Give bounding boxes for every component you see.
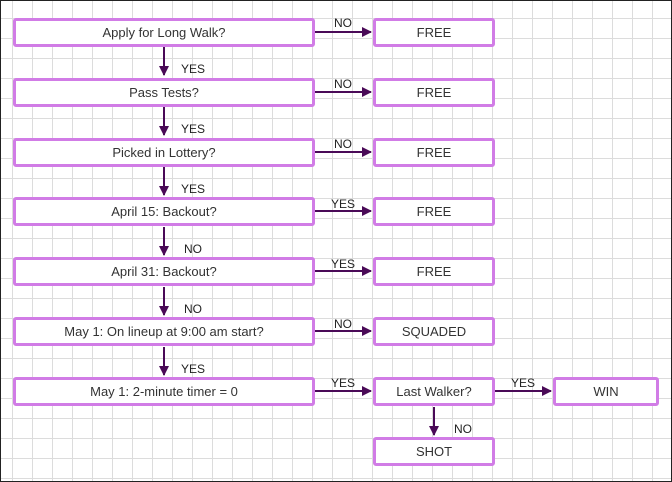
node-free-1[interactable]: FREE bbox=[373, 18, 495, 47]
node-label: April 15: Backout? bbox=[111, 204, 217, 219]
edge-label-q5-r5: YES bbox=[331, 257, 356, 271]
node-last-walker[interactable]: Last Walker? bbox=[373, 377, 495, 406]
edge-label-q7-last: YES bbox=[331, 376, 356, 390]
node-apply-long-walk[interactable]: Apply for Long Walk? bbox=[13, 18, 315, 47]
node-free-4[interactable]: FREE bbox=[373, 197, 495, 226]
node-label: FREE bbox=[416, 204, 452, 219]
edge-label-q1-r1: NO bbox=[334, 16, 352, 30]
edge-label-q2-q3: YES bbox=[181, 122, 206, 136]
node-free-2[interactable]: FREE bbox=[373, 78, 495, 107]
edge-label-q6-r6: NO bbox=[334, 317, 352, 331]
node-label: May 1: 2-minute timer = 0 bbox=[90, 384, 238, 399]
node-label: Picked in Lottery? bbox=[112, 145, 216, 160]
node-label: SHOT bbox=[415, 444, 453, 459]
node-label: WIN bbox=[593, 384, 619, 399]
node-label: May 1: On lineup at 9:00 am start? bbox=[64, 324, 264, 339]
node-may-1-timer[interactable]: May 1: 2-minute timer = 0 bbox=[13, 377, 315, 406]
edge-label-q5-q6: NO bbox=[184, 302, 202, 316]
node-label: Last Walker? bbox=[396, 384, 472, 399]
node-april-31-backout[interactable]: April 31: Backout? bbox=[13, 257, 315, 286]
node-may-1-lineup[interactable]: May 1: On lineup at 9:00 am start? bbox=[13, 317, 315, 346]
edge-label-q6-q7: YES bbox=[181, 362, 206, 376]
edge-label-q1-q2: YES bbox=[181, 62, 206, 76]
node-label: FREE bbox=[416, 145, 452, 160]
node-pass-tests[interactable]: Pass Tests? bbox=[13, 78, 315, 107]
node-squaded[interactable]: SQUADED bbox=[373, 317, 495, 346]
node-label: FREE bbox=[416, 85, 452, 100]
node-label: FREE bbox=[416, 264, 452, 279]
edge-label-last-shot: NO bbox=[454, 422, 472, 436]
node-label: FREE bbox=[416, 25, 452, 40]
node-label: Apply for Long Walk? bbox=[102, 25, 226, 40]
edge-label-q4-q5: NO bbox=[184, 242, 202, 256]
edge-label-q2-r2: NO bbox=[334, 77, 352, 91]
node-free-3[interactable]: FREE bbox=[373, 138, 495, 167]
node-label: SQUADED bbox=[401, 324, 467, 339]
node-label: April 31: Backout? bbox=[111, 264, 217, 279]
node-label: Pass Tests? bbox=[129, 85, 199, 100]
edge-label-q4-r4: YES bbox=[331, 197, 356, 211]
node-free-5[interactable]: FREE bbox=[373, 257, 495, 286]
node-april-15-backout[interactable]: April 15: Backout? bbox=[13, 197, 315, 226]
node-shot[interactable]: SHOT bbox=[373, 437, 495, 466]
edge-label-q3-q4: YES bbox=[181, 182, 206, 196]
edge-label-q3-r3: NO bbox=[334, 137, 352, 151]
node-picked-lottery[interactable]: Picked in Lottery? bbox=[13, 138, 315, 167]
node-win[interactable]: WIN bbox=[553, 377, 659, 406]
edge-label-last-win: YES bbox=[511, 376, 536, 390]
